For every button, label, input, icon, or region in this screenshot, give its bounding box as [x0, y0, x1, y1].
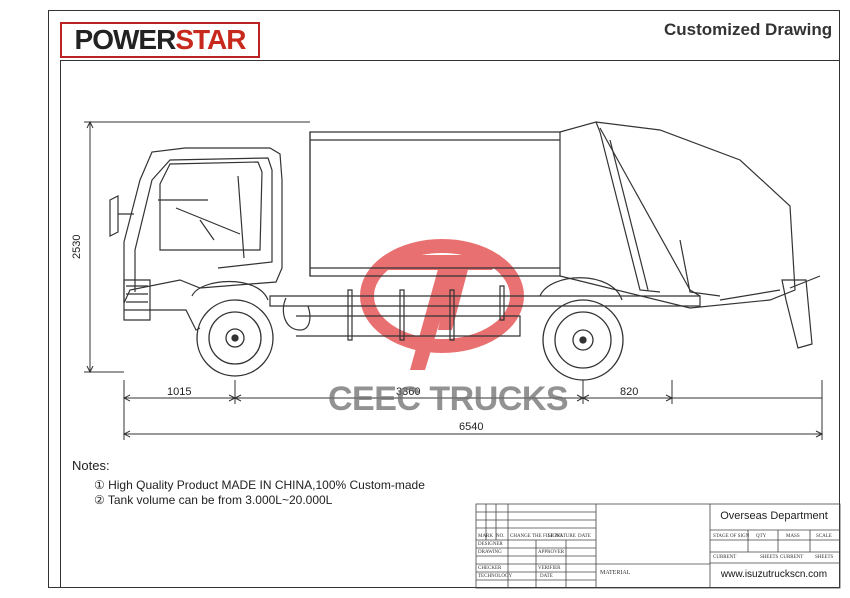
- front-wheel: [196, 299, 274, 377]
- tb-col-approver: APPROVER: [538, 550, 565, 555]
- rear-wheel: [542, 299, 624, 381]
- tb-sheet-current-1: CURRENT: [713, 555, 737, 560]
- dim-rear-overhang: 820: [620, 386, 638, 398]
- ceec-watermark-logo: [360, 239, 524, 370]
- dim-front-overhang: 1015: [167, 386, 191, 398]
- notes-title: Notes:: [72, 458, 110, 473]
- dim-height: 2530: [71, 235, 83, 259]
- tb-sheet-sheets-1: SHEETS: [760, 555, 779, 560]
- tb-header-no: NO.: [496, 534, 505, 539]
- website-label: www.isuzutruckscn.com: [720, 569, 828, 580]
- tb-qty: QTY: [756, 534, 767, 539]
- logo-text-power: POWER: [74, 24, 177, 55]
- tb-sheet-sheets-2: SHEETS: [815, 555, 834, 560]
- tb-row-designer: DESIGNER: [478, 542, 503, 547]
- watermark-text: CEEC TRUCKS: [328, 380, 569, 418]
- tb-sheet-current-2: CURRENT: [780, 555, 804, 560]
- tb-header-signature: SIGNATURE: [548, 534, 576, 539]
- tb-header-date: DATE: [578, 534, 591, 539]
- truck-outline: [109, 121, 821, 349]
- tb-header-change: CHANGE THE FILE NO.: [510, 534, 564, 539]
- note-item: ① High Quality Product MADE IN CHINA,100…: [94, 478, 425, 492]
- tb-stage-of-sign: STAGE OF SIGN: [713, 534, 750, 539]
- dim-overall-length: 6540: [459, 421, 483, 433]
- tb-row-checker: CHECKER: [478, 566, 502, 571]
- department-label: Overseas Department: [720, 510, 828, 522]
- tb-col-date: DATE: [540, 574, 553, 579]
- tb-mass: MASS: [786, 534, 800, 539]
- outer-frame: [48, 10, 840, 588]
- tb-header-mark: MARK: [478, 534, 494, 539]
- tb-scale: SCALE: [816, 534, 832, 539]
- page-title: Customized Drawing: [664, 20, 833, 39]
- tb-col-verifier: VERIFIER: [538, 566, 561, 571]
- title-block: [475, 503, 841, 589]
- dim-wheelbase: 3360: [396, 386, 420, 398]
- tb-row-drawing: DRAWING: [478, 550, 502, 555]
- logo-text-star: STAR: [175, 24, 246, 55]
- dimension-lines: [84, 120, 824, 440]
- tb-material-label: MATERIAL: [600, 570, 631, 576]
- inner-frame: [60, 60, 840, 588]
- tb-row-technology: TECHNOLOGY: [478, 574, 513, 579]
- note-item: ② Tank volume can be from 3.000L~20.000L: [94, 493, 333, 507]
